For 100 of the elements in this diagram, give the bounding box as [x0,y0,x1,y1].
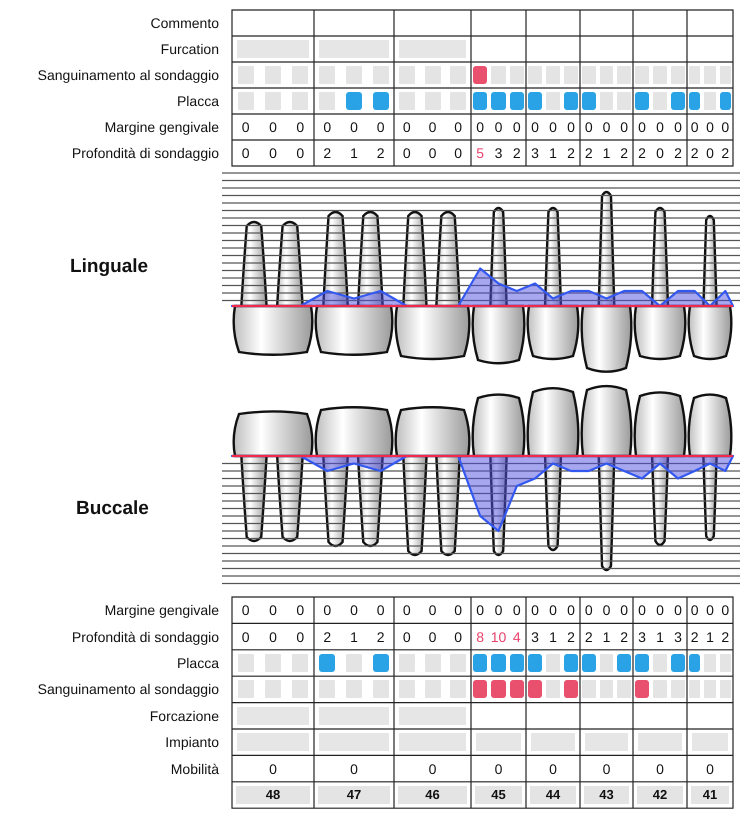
gingival-margin-value: 0 [453,602,464,618]
tooth-number: 44 [530,786,576,804]
gingival-margin-value: 0 [402,119,412,135]
row-label: Profondità di sondaggio [70,145,219,161]
row-label: Placca [176,655,219,671]
probing-depth-value: 2 [690,145,700,161]
gingival-margin-value: 0 [705,119,715,135]
row-label: Sanguinamento al sondaggio [36,67,219,83]
gingival-margin-value: 0 [566,602,576,618]
probing-depth-value: 0 [295,628,306,645]
gingival-margin-value: 0 [475,119,486,135]
probing-depth-value: 0 [402,145,412,161]
mobility-value: 0 [494,760,504,777]
tooth-number: 41 [691,786,729,804]
row-label: Forcazione [148,708,219,724]
probing-depth-value: 1 [602,628,612,645]
probing-depth-value: 3 [530,145,540,161]
gingival-margin-value: 0 [240,119,251,135]
gingival-margin-value: 0 [705,602,715,618]
probing-depth-value: 2 [690,628,700,645]
probing-depth-value: 2 [584,145,594,161]
mobility-value: 0 [548,760,558,777]
probing-depth-value: 0 [240,145,251,161]
view-label: Buccale [76,498,149,520]
probing-depth-value: 0 [655,145,665,161]
probing-depth-value: 0 [428,145,438,161]
mobility-value: 0 [349,760,359,777]
row-label: Placca [176,93,219,109]
row-label: Profondità di sondaggio [70,628,219,645]
probing-depth-value: 1 [548,628,558,645]
probing-depth-value: 2 [673,145,683,161]
probing-depth-value: 0 [240,628,251,645]
gingival-margin-value: 0 [376,119,386,135]
probing-depth-value: 0 [428,628,438,645]
gingival-margin-value: 0 [690,119,700,135]
gingival-margin-value: 0 [602,119,612,135]
view-label: Linguale [70,256,148,278]
row-label: Commento [150,15,219,31]
gingival-margin-value: 0 [655,119,665,135]
gingival-margin-value: 0 [268,602,278,618]
probing-depth-value: 2 [376,145,386,161]
probing-depth-value: 5 [475,145,486,161]
probing-depth-value: 3 [637,628,647,645]
gingival-margin-value: 0 [584,602,594,618]
mobility-value: 0 [655,760,665,777]
gingival-margin-value: 0 [376,602,386,618]
probing-depth-value: 2 [720,145,730,161]
probing-depth-value: 2 [566,145,576,161]
probing-depth-value: 1 [548,145,558,161]
gingival-margin-value: 0 [637,119,647,135]
probing-depth-value: 0 [705,145,715,161]
gingival-margin-value: 0 [428,119,438,135]
gingival-margin-value: 0 [402,602,412,618]
gingival-margin-value: 0 [720,602,730,618]
gingival-margin-value: 0 [548,602,558,618]
gingival-margin-value: 0 [512,602,522,618]
gingival-margin-value: 0 [530,119,540,135]
probing-depth-value: 0 [268,628,278,645]
probing-depth-value: 2 [584,628,594,645]
gingival-margin-value: 0 [619,602,630,618]
tooth-number: 42 [637,786,683,804]
mobility-value: 0 [268,760,278,777]
gingival-margin-value: 0 [268,119,278,135]
probing-depth-value: 2 [512,145,522,161]
gingival-margin-value: 0 [349,119,359,135]
probing-depth-value: 1 [705,628,715,645]
probing-depth-value: 1 [655,628,665,645]
probing-depth-value: 4 [512,628,522,645]
gingival-margin-value: 0 [322,602,332,618]
gingival-margin-value: 0 [428,602,438,618]
gingival-margin-value: 0 [548,119,558,135]
probing-depth-value: 2 [566,628,576,645]
probing-depth-value: 0 [295,145,306,161]
gingival-margin-value: 0 [584,119,594,135]
tooth-number: 48 [236,786,310,804]
row-label: Margine gengivale [104,602,219,618]
gingival-margin-value: 0 [453,119,464,135]
gingival-margin-value: 0 [637,602,647,618]
probing-depth-value: 0 [453,145,464,161]
row-label: Furcation [160,41,219,57]
probing-depth-value: 1 [349,628,359,645]
gingival-margin-value: 0 [655,602,665,618]
probing-depth-value: 3 [530,628,540,645]
gingival-margin-value: 0 [240,602,251,618]
row-label: Margine gengivale [104,119,219,135]
gingival-margin-value: 0 [566,119,576,135]
gingival-margin-value: 0 [602,602,612,618]
probing-depth-value: 2 [322,628,332,645]
gingival-margin-value: 0 [494,119,504,135]
row-label: Impianto [164,734,219,750]
probing-depth-value: 1 [602,145,612,161]
probing-depth-value: 3 [673,628,683,645]
probing-depth-value: 0 [402,628,412,645]
gingival-margin-value: 0 [295,119,306,135]
gingival-margin-value: 0 [494,602,504,618]
probing-depth-value: 10 [490,628,508,645]
probing-depth-value: 8 [475,628,486,645]
probing-depth-value: 1 [349,145,359,161]
gingival-margin-value: 0 [530,602,540,618]
probing-depth-value: 0 [268,145,278,161]
